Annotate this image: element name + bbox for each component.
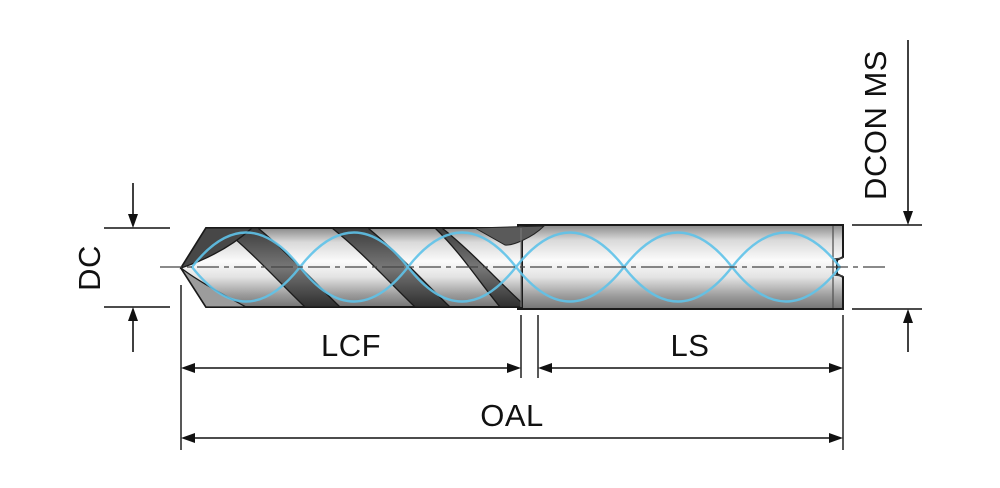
lcf-label: LCF [321,328,381,363]
oal-left-arrow-icon [181,433,195,443]
dcon-ms-label: DCON MS [858,50,893,200]
dcon-dimension: DCON MS [852,40,922,352]
dc-up-arrow-icon [128,307,138,321]
dc-down-arrow-icon [128,214,138,228]
dcon-down-arrow-icon [903,211,913,225]
oal-dimension: OAL [181,398,843,443]
lcf-dimension: LCF [180,285,522,450]
flute-runout [473,225,546,246]
ls-left-arrow-icon [538,363,552,373]
oal-right-arrow-icon [829,433,843,443]
lcf-left-arrow-icon [181,363,195,373]
drill-body [160,224,886,310]
ls-label: LS [671,328,710,363]
ls-right-arrow-icon [829,363,843,373]
dcon-up-arrow-icon [903,309,913,323]
lcf-right-arrow-icon [507,363,521,373]
dc-dimension: DC [72,183,170,352]
dc-label: DC [72,245,107,291]
oal-label: OAL [480,398,544,433]
ls-dimension: LS [537,315,844,450]
